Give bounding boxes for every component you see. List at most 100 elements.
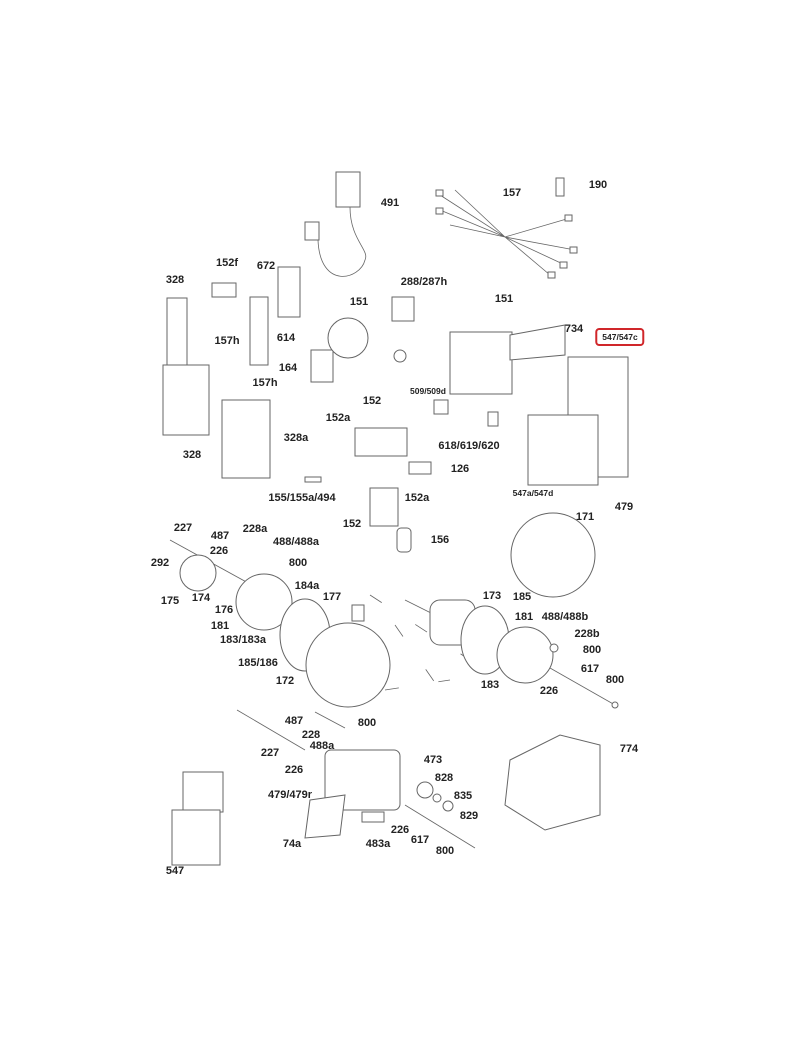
part-151-timer: [449, 331, 513, 395]
part-328-board: [166, 297, 188, 371]
part-label: 835: [453, 790, 473, 802]
part-label: 226: [539, 685, 559, 697]
part-label: 614: [276, 332, 296, 344]
part-label: 184a: [294, 580, 320, 592]
part-label: 228b: [574, 628, 600, 640]
part-label: 774: [619, 743, 639, 755]
part-label: 226: [284, 764, 304, 776]
part-152-switch-block: [354, 427, 408, 457]
part-label: 152a: [325, 412, 351, 424]
part-label: 157h: [252, 377, 278, 389]
part-164-capacitor: [310, 349, 334, 383]
part-label: 328a: [283, 432, 309, 444]
part-label: 155/155a/494: [268, 492, 336, 504]
part-label: 547: [165, 865, 185, 877]
part-487-screw: [314, 711, 346, 729]
part-label: 483a: [365, 838, 391, 850]
part-491-cable: [317, 206, 367, 277]
part-label: 509/509d: [410, 386, 446, 396]
part-672-plate: [277, 266, 301, 318]
part-label: 152f: [215, 257, 239, 269]
part-label: 228: [301, 729, 321, 741]
part-614-frame: [249, 296, 269, 366]
part-label: 156: [430, 534, 450, 546]
part-label: 151: [494, 293, 514, 305]
part-label: 473: [423, 754, 443, 766]
part-156-capacitor: [396, 527, 412, 553]
part-label: 173: [482, 590, 502, 602]
part-label: 157: [502, 187, 522, 199]
part-label: 181: [210, 620, 230, 632]
part-label: 226: [209, 545, 229, 557]
part-491-plug-box: [335, 171, 361, 208]
part-151-knob: [327, 317, 369, 359]
part-label: 488/488b: [541, 611, 589, 623]
part-547-holder: [171, 809, 221, 866]
part-328-panel: [162, 364, 210, 436]
part-547a-cover: [527, 414, 599, 486]
part-155-pin: [304, 476, 322, 483]
part-label: 828: [434, 772, 454, 784]
part-617-bolt: [549, 667, 616, 706]
part-label: 288/287h: [400, 276, 448, 288]
part-label: 185: [512, 591, 532, 603]
part-828-cap: [416, 781, 434, 799]
part-label: 185/186: [238, 657, 278, 669]
part-label: 164: [278, 362, 298, 374]
part-label: 800: [357, 717, 377, 729]
part-328a-panel: [221, 399, 271, 479]
part-label: 226: [390, 824, 410, 836]
part-label: 672: [256, 260, 276, 272]
part-479-board: [182, 771, 224, 813]
part-label: 74a: [282, 838, 302, 850]
part-label: 292: [150, 557, 170, 569]
part-618-switch: [487, 411, 499, 427]
part-label: 183/183a: [220, 634, 266, 646]
part-label: 152: [362, 395, 382, 407]
part-label: 152: [342, 518, 362, 530]
part-491-plug: [304, 221, 320, 241]
part-171-motor-assembly: [510, 512, 596, 598]
part-label: 479/479r: [267, 789, 313, 801]
part-label: 151: [349, 296, 369, 308]
part-label: 171: [575, 511, 595, 523]
part-label: 617: [410, 834, 430, 846]
part-509-switch: [433, 399, 449, 415]
part-label: 174: [191, 592, 211, 604]
part-label: 487: [210, 530, 230, 542]
part-label: 152a: [404, 492, 430, 504]
part-288-thermostat: [391, 296, 415, 322]
part-181-endshield: [235, 573, 293, 631]
part-74a-cable: [304, 794, 346, 839]
part-label: 175: [160, 595, 180, 607]
part-label: 488/488a: [273, 536, 319, 548]
part-label: 190: [588, 179, 608, 191]
part-label: 829: [459, 810, 479, 822]
part-152f-switch: [211, 282, 237, 298]
part-label: 488a: [309, 740, 335, 752]
part-734-cable: [509, 324, 566, 361]
part-label: 183: [480, 679, 500, 691]
part-label: 617: [580, 663, 600, 675]
part-label: 800: [288, 557, 308, 569]
part-label: 227: [173, 522, 193, 534]
part-227-bolt-lower: [236, 709, 306, 751]
part-label: 491: [380, 197, 400, 209]
part-label: 172: [275, 675, 295, 687]
part-label: 479: [614, 501, 634, 513]
part-181-endshield-right: [496, 626, 554, 684]
part-label: 177: [322, 591, 342, 603]
part-288-bulb: [393, 349, 407, 363]
part-157-wiring-harness: [435, 189, 578, 279]
part-774-cover: [504, 734, 601, 831]
part-label: 176: [214, 604, 234, 616]
part-152a-switch: [369, 487, 399, 527]
part-617-bolt-lower: [404, 804, 476, 849]
part-label: 800: [605, 674, 625, 686]
part-190-bracket: [555, 177, 565, 197]
part-label: 228a: [242, 523, 268, 535]
part-label: 734: [564, 323, 584, 335]
part-label: 126: [450, 463, 470, 475]
part-label: 800: [582, 644, 602, 656]
